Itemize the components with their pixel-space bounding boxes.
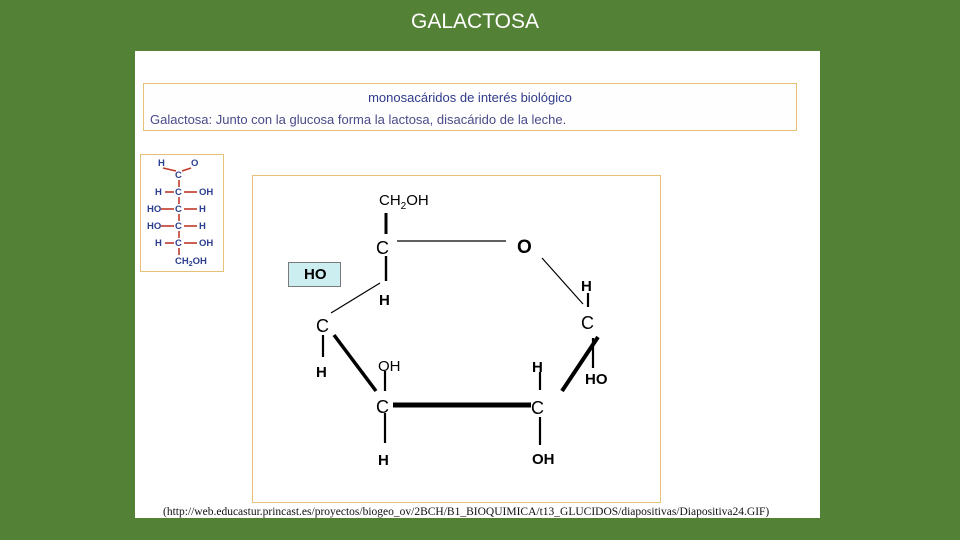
fischer-c3: C <box>175 204 182 215</box>
info-text: Galactosa: Junto con la glucosa forma la… <box>150 112 567 127</box>
haworth-diagram: CH2OH C O H H HO C C H OH H HO C C H OH <box>304 192 608 469</box>
fischer-bottom: CH2OH <box>175 256 207 268</box>
fischer-row4-left: H <box>155 238 162 249</box>
fischer-row4-right: OH <box>199 238 213 249</box>
ring-c1-ho: HO <box>585 371 608 388</box>
info-heading: monosacáridos de interés biológico <box>368 90 572 105</box>
fischer-c1: C <box>175 170 182 181</box>
fischer-c5: C <box>175 238 182 249</box>
fischer-diagram: H O C C C C C H OH HO H HO H H OH CH2OH <box>147 158 213 268</box>
fischer-c4: C <box>175 221 182 232</box>
ring-c1: C <box>581 313 594 333</box>
fischer-top-o: O <box>191 158 198 169</box>
ring-c2: C <box>531 398 544 418</box>
info-box: monosacáridos de interés biológico Galac… <box>143 83 797 131</box>
ring-oxygen: O <box>517 237 532 258</box>
fischer-projection: H O C C C C C H OH HO H HO H H OH CH2OH <box>140 154 224 272</box>
ring-c1-h: H <box>581 278 592 295</box>
ring-c3: C <box>376 397 389 417</box>
ho-highlight-box <box>288 262 341 287</box>
ring-c2-h: H <box>532 359 543 376</box>
ring-c4-ho: HO <box>304 266 327 283</box>
ring-c4-h: H <box>316 364 327 381</box>
ring-c4: C <box>316 316 329 336</box>
source-citation: (http://web.educastur.princast.es/proyec… <box>163 506 770 518</box>
fischer-row1-left: H <box>155 187 162 198</box>
fischer-row2-left: HO <box>147 204 161 215</box>
content-panel: monosacáridos de interés biológico Galac… <box>135 51 820 518</box>
fischer-row1-right: OH <box>199 187 213 198</box>
fischer-row3-right: H <box>199 221 206 232</box>
ring-c5: C <box>376 238 389 258</box>
ring-c5-h: H <box>379 292 390 309</box>
fischer-top-h: H <box>158 158 165 169</box>
slide-title: GALACTOSA <box>411 10 539 33</box>
fischer-row3-left: HO <box>147 221 161 232</box>
ring-c2-oh: OH <box>532 451 555 468</box>
ch2oh-label: CH2OH <box>379 192 429 212</box>
fischer-c2: C <box>175 187 182 198</box>
ring-c3-h: H <box>378 452 389 469</box>
ring-c3-oh: OH <box>378 358 401 375</box>
fischer-row2-right: H <box>199 204 206 215</box>
